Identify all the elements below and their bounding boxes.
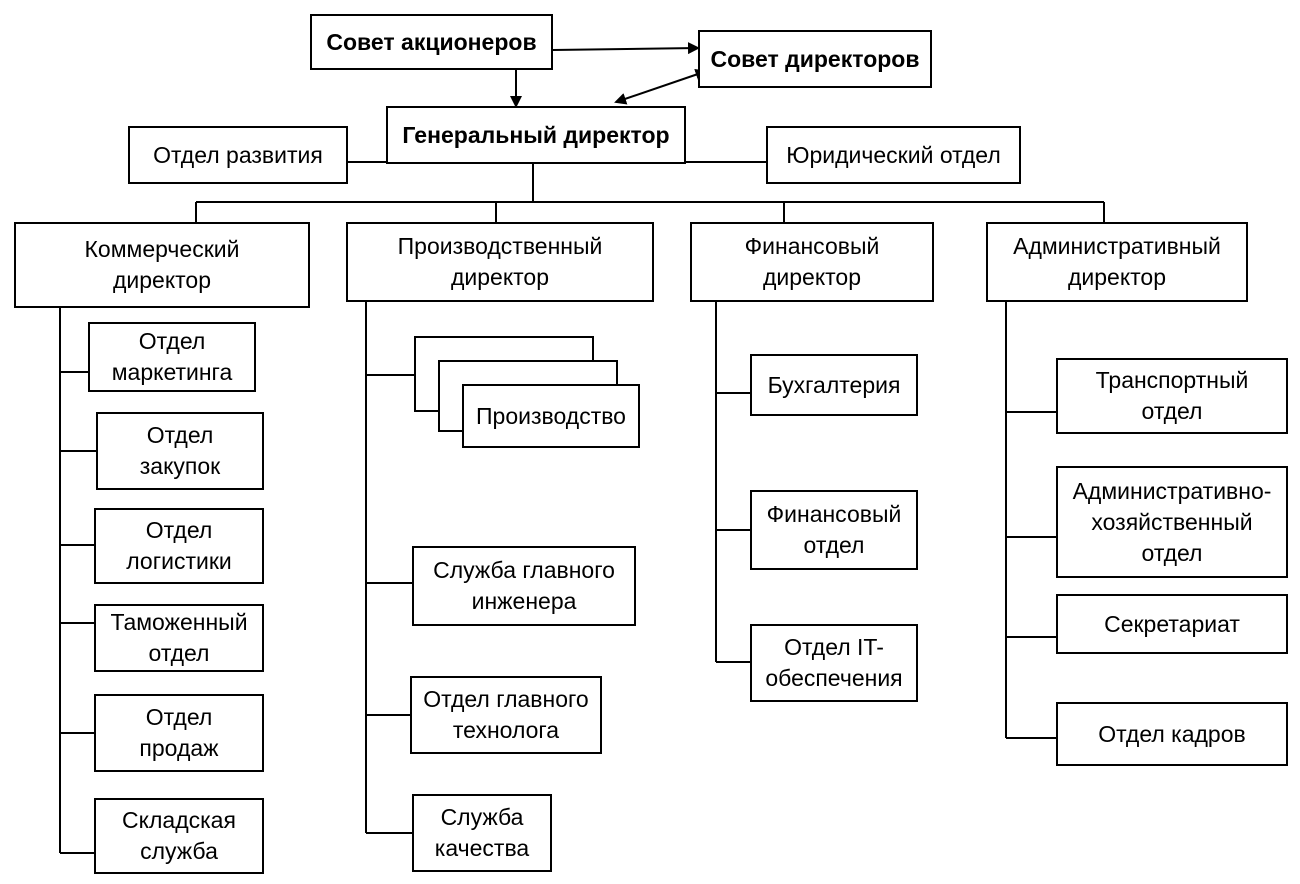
commercial-unit-line: Таможенный bbox=[110, 609, 248, 635]
financial-director-box: Финансовый директор bbox=[690, 222, 934, 302]
financial-unit-line: Бухгалтерия bbox=[767, 371, 901, 398]
commercial-unit-box: Отдел закупок bbox=[96, 412, 264, 490]
commercial-unit-box: Отдел маркетинга bbox=[88, 322, 256, 392]
production-director-line-1: Производственный bbox=[397, 233, 603, 259]
administrative-unit-line: Транспортный bbox=[1095, 367, 1249, 393]
administrative-unit-box: Транспортный отдел bbox=[1056, 358, 1288, 434]
administrative-unit-box: Административно- хозяйственный отдел bbox=[1056, 466, 1288, 578]
financial-unit-line: обеспечения bbox=[765, 665, 903, 691]
commercial-unit-line: логистики bbox=[126, 548, 232, 574]
administrative-unit-line: отдел bbox=[1141, 398, 1203, 424]
administrative-unit-line: отдел bbox=[1141, 539, 1203, 566]
development-box: Отдел развития bbox=[128, 126, 348, 184]
shareholders-label: Совет акционеров bbox=[326, 28, 537, 55]
financial-unit-line: отдел bbox=[803, 532, 865, 558]
commercial-unit-line: Складская bbox=[122, 807, 236, 833]
commercial-director-line-2: директор bbox=[112, 267, 212, 293]
commercial-unit-line: продаж bbox=[139, 735, 219, 761]
administrative-unit-line: Административно- bbox=[1072, 477, 1272, 504]
commercial-unit-box: Складская служба bbox=[94, 798, 264, 874]
commercial-unit-line: Отдел bbox=[146, 422, 214, 448]
commercial-unit-box: Отдел логистики bbox=[94, 508, 264, 584]
financial-director-line-1: Финансовый bbox=[744, 233, 880, 259]
administrative-unit-box: Отдел кадров bbox=[1056, 702, 1288, 766]
administrative-unit-line: Секретариат bbox=[1104, 610, 1240, 637]
commercial-unit-box: Отдел продаж bbox=[94, 694, 264, 772]
production-unit-box: Отдел главного технолога bbox=[410, 676, 602, 754]
legal-label: Юридический отдел bbox=[786, 141, 1001, 168]
administrative-unit-box: Секретариат bbox=[1056, 594, 1288, 654]
production-director-box: Производственный директор bbox=[346, 222, 654, 302]
production-unit-line: Служба bbox=[440, 804, 524, 830]
commercial-director-box: Коммерческий директор bbox=[14, 222, 310, 308]
ceo-label: Генеральный директор bbox=[402, 121, 670, 148]
production-unit-line: Производство bbox=[476, 402, 626, 429]
board-label: Совет директоров bbox=[710, 45, 920, 72]
board-box: Совет директоров bbox=[698, 30, 932, 88]
commercial-unit-line: отдел bbox=[148, 640, 210, 666]
production-unit-box: Служба качества bbox=[412, 794, 552, 872]
administrative-director-box: Административный директор bbox=[986, 222, 1248, 302]
financial-unit-box: Отдел IT- обеспечения bbox=[750, 624, 918, 702]
production-unit-line: Служба главного bbox=[433, 557, 615, 583]
financial-unit-line: Финансовый bbox=[766, 501, 902, 527]
production-unit-box: Служба главного инженера bbox=[412, 546, 636, 626]
financial-unit-box: Финансовый отдел bbox=[750, 490, 918, 570]
commercial-unit-line: Отдел bbox=[138, 328, 206, 354]
development-label: Отдел развития bbox=[153, 141, 323, 168]
production-unit-line: технолога bbox=[452, 717, 560, 743]
production-director-line-2: директор bbox=[450, 264, 550, 290]
production-unit-line: качества bbox=[434, 835, 530, 861]
commercial-unit-line: маркетинга bbox=[111, 359, 233, 385]
legal-box: Юридический отдел bbox=[766, 126, 1021, 184]
production-unit-line: Отдел главного bbox=[423, 686, 589, 712]
production-unit-box: Производство bbox=[462, 384, 640, 448]
commercial-director-line-1: Коммерческий bbox=[84, 236, 240, 262]
administrative-unit-line: Отдел кадров bbox=[1098, 720, 1246, 747]
financial-director-line-2: директор bbox=[762, 264, 862, 290]
administrative-director-line-1: Административный bbox=[1013, 233, 1221, 259]
production-unit-line: инженера bbox=[471, 588, 577, 614]
commercial-unit-line: Отдел bbox=[145, 704, 213, 730]
commercial-unit-box: Таможенный отдел bbox=[94, 604, 264, 672]
commercial-unit-line: служба bbox=[140, 838, 218, 864]
shareholders-box: Совет акционеров bbox=[310, 14, 553, 70]
financial-unit-line: Отдел IT- bbox=[784, 634, 884, 660]
administrative-unit-line: хозяйственный bbox=[1091, 508, 1253, 535]
commercial-unit-line: закупок bbox=[139, 453, 221, 479]
ceo-box: Генеральный директор bbox=[386, 106, 686, 164]
financial-unit-box: Бухгалтерия bbox=[750, 354, 918, 416]
administrative-director-line-2: директор bbox=[1067, 264, 1167, 290]
commercial-unit-line: Отдел bbox=[145, 517, 213, 543]
